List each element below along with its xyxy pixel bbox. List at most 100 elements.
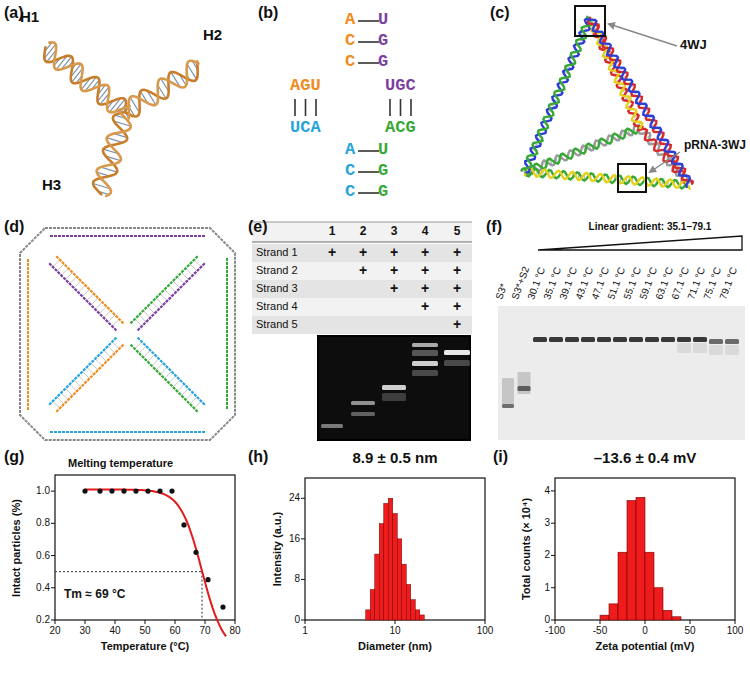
tick-label: 0 (642, 625, 648, 637)
axis-title: Intensity (a.u.) (271, 512, 284, 587)
figure-part (690, 620, 691, 624)
figure-part (70, 277, 77, 284)
histogram-bar (393, 514, 398, 621)
plus-mark: + (421, 262, 429, 278)
figure-part (252, 241, 472, 243)
histogram-bar (663, 610, 672, 620)
helix-strand (524, 125, 639, 173)
sequence-letter: UCA (290, 118, 321, 138)
panel-label: (e) (248, 218, 268, 236)
figure-part (551, 620, 555, 621)
data-point (205, 577, 210, 582)
figure-part (85, 620, 86, 624)
figure-part (51, 523, 55, 524)
tick-label: 30 (79, 625, 90, 637)
sequence-letter: C (345, 161, 355, 181)
gel-band (502, 378, 514, 408)
sequence-letter: U (378, 140, 388, 160)
figure-part (143, 350, 150, 357)
tick-label: 1 (544, 582, 550, 594)
figure-part (173, 380, 180, 387)
figure-part (294, 99, 296, 116)
data-point (181, 522, 186, 527)
helix-label: H3 (42, 176, 61, 193)
table-row (252, 244, 472, 262)
figure-part (173, 281, 180, 288)
axis-title: Total counts (× 10⁴) (520, 498, 533, 600)
histogram-bar (411, 600, 416, 620)
gel-band (709, 345, 723, 355)
histogram-bar (379, 524, 384, 620)
histogram-bar (370, 590, 375, 620)
histogram-bar (654, 588, 663, 620)
figure-part (115, 620, 116, 624)
leader-line (650, 152, 680, 172)
figure-part (51, 555, 55, 556)
plot-frame (555, 478, 735, 620)
axis-title: Intact particles (%) (10, 499, 23, 597)
histogram-bar (375, 554, 380, 620)
histogram-bar (415, 610, 420, 620)
figure-part (53, 401, 60, 408)
highlight-box (618, 164, 646, 192)
histogram-bar (618, 552, 627, 620)
histogram-bar (388, 498, 393, 620)
tick-label: 60 (169, 625, 180, 637)
helix-strand (129, 61, 199, 119)
figure-part (160, 367, 167, 374)
sequence-letter: C (345, 52, 355, 72)
figure-part (190, 397, 197, 404)
tick-label: 0.8 (36, 518, 50, 530)
figure-part (164, 371, 171, 378)
gel-band (613, 337, 627, 342)
strand (50, 431, 205, 433)
tick-label: 40 (109, 625, 120, 637)
figure-part (358, 171, 379, 173)
histogram-bar (406, 585, 411, 621)
figure-part (74, 281, 81, 288)
plus-mark: + (421, 298, 429, 314)
plot-frame (55, 475, 235, 620)
strand (20, 228, 235, 440)
gel-band (693, 343, 707, 353)
plus-mark: + (421, 244, 429, 260)
axis-title: Zeta potential (mV) (595, 640, 694, 653)
gel-band (581, 337, 595, 342)
helix-strand (49, 42, 129, 112)
figure-part (156, 363, 163, 370)
tick-label: 2 (544, 550, 550, 562)
figure-part (389, 99, 391, 116)
figure-part (87, 367, 94, 374)
histogram-bar (645, 552, 654, 620)
plus-mark: + (453, 280, 461, 296)
plus-mark: + (421, 280, 429, 296)
data-point (169, 489, 174, 494)
figure-part (152, 359, 159, 366)
gel-band (351, 401, 375, 405)
tick-label: 50 (139, 625, 150, 637)
gel-image (498, 306, 745, 440)
tick-label: 100 (477, 625, 494, 637)
data-point (109, 489, 114, 494)
tick-label: 100 (727, 625, 744, 637)
gel-band (677, 337, 691, 342)
figure-part (551, 490, 555, 491)
histogram-bar (627, 501, 636, 620)
plot-title: Melting temperature (68, 457, 173, 470)
figure-part (70, 384, 77, 391)
callout-label: 4WJ (680, 38, 707, 53)
data-point (121, 489, 126, 494)
figure-part (112, 319, 119, 326)
gel-band (518, 386, 531, 391)
figure-part (358, 192, 379, 194)
helix-strand (587, 20, 689, 188)
figure-part (99, 355, 106, 362)
figure-part (164, 289, 171, 296)
data-point (82, 489, 87, 494)
helix-strand (525, 169, 690, 189)
figure-part (301, 538, 305, 539)
plus-mark: + (453, 316, 461, 332)
gel-band (382, 393, 406, 401)
figure-part (186, 268, 193, 275)
figure-part (156, 298, 163, 305)
